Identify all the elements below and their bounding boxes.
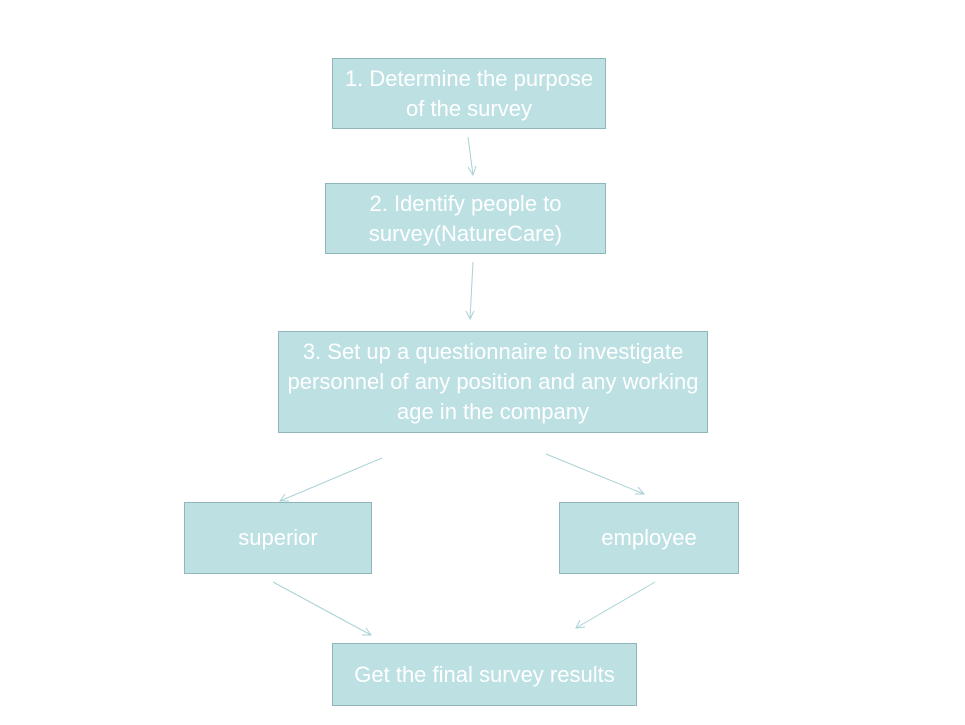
step2-node: 2. Identify people to survey(NatureCare)	[325, 183, 606, 254]
arrowhead-superior-to-result	[362, 627, 372, 636]
step3-node: 3. Set up a questionnaire to investigate…	[278, 331, 708, 433]
step1-label: 1. Determine the purpose of the survey	[344, 65, 594, 121]
arrowhead-step3-to-superior	[279, 493, 289, 502]
superior-label: superior	[238, 525, 318, 550]
arrow-superior-to-result	[272, 581, 372, 636]
arrowhead-step2-to-step3	[465, 310, 475, 321]
step2-label: 2. Identify people to survey(NatureCare)	[368, 190, 563, 246]
result-node: Get the final survey results	[332, 643, 637, 706]
arrow-employee-to-result	[575, 581, 656, 629]
superior-node: superior	[184, 502, 372, 574]
arrow-step2-to-step3	[469, 261, 474, 320]
step3-label: 3. Set up a questionnaire to investigate…	[287, 339, 699, 424]
arrow-step3-to-employee	[545, 453, 645, 495]
result-label: Get the final survey results	[354, 661, 615, 687]
arrow-step1-to-step2	[467, 136, 474, 176]
employee-label: employee	[601, 525, 697, 550]
step1-node: 1. Determine the purpose of the survey	[332, 58, 606, 129]
arrowhead-employee-to-result	[575, 619, 586, 629]
arrowhead-step3-to-employee	[635, 486, 646, 495]
arrow-step3-to-superior	[279, 457, 383, 502]
employee-node: employee	[559, 502, 739, 574]
arrowhead-step1-to-step2	[467, 165, 477, 177]
